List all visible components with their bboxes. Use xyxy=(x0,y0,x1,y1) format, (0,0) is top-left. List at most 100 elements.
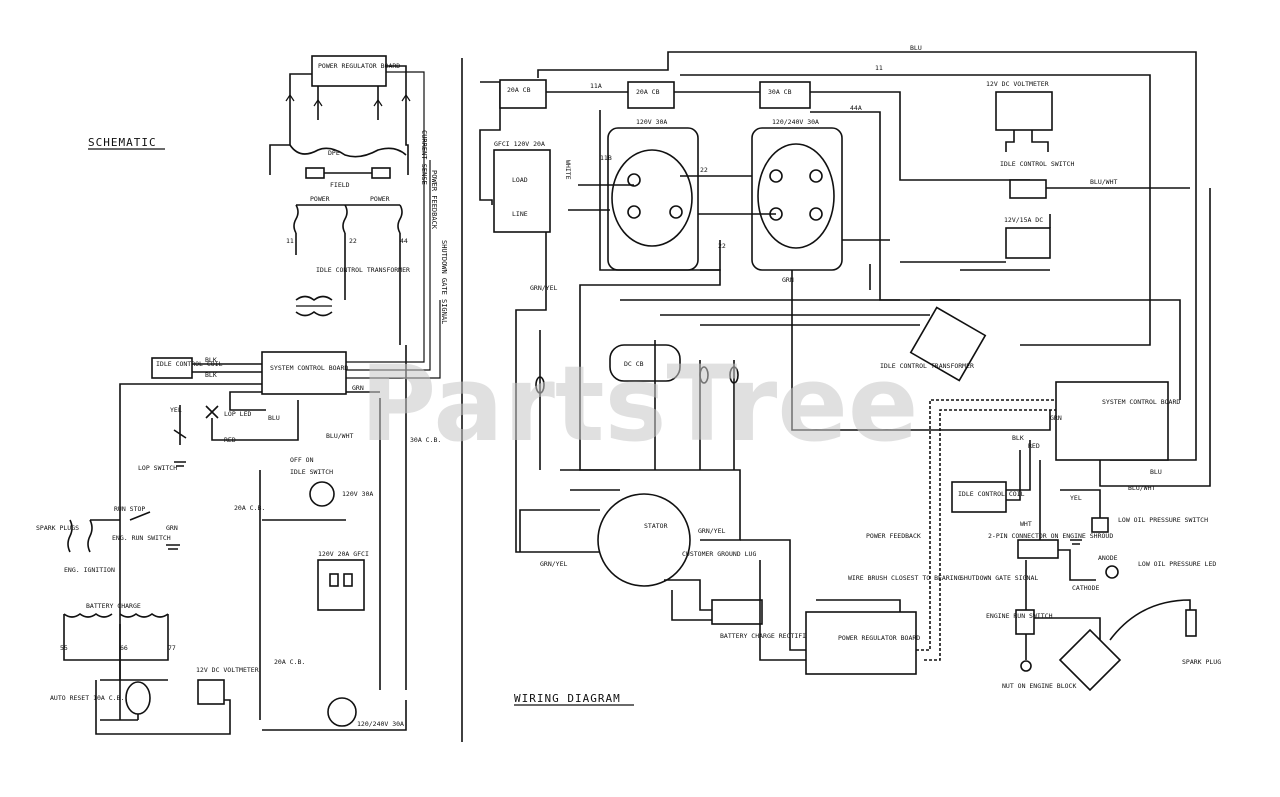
wd-wire xyxy=(740,539,806,661)
wd-wire xyxy=(1006,440,1031,501)
sch-blu-wht: BLU/WHT xyxy=(326,432,353,440)
wd-12v-15a-label: 12V/15A DC xyxy=(1004,216,1043,224)
wd-gfci-white: WHITE xyxy=(564,160,572,180)
sch-outlet-120-240v xyxy=(327,697,357,727)
sch-rectifier xyxy=(125,681,151,715)
wd-stator-label: STATOR xyxy=(644,522,668,530)
schematic-title: SCHEMATIC xyxy=(88,136,157,149)
wd-cathode: CATHODE xyxy=(1072,584,1099,592)
sch-wire xyxy=(119,383,380,720)
wd-wire xyxy=(810,111,960,301)
wd-wire xyxy=(916,399,1056,651)
wd-low-oil-led xyxy=(1105,565,1119,579)
wd-power-regulator-board xyxy=(805,611,917,675)
wd-wire xyxy=(515,232,600,553)
wd-idle-control-coil xyxy=(951,481,1007,513)
sch-auto-reset: AUTO RESET 10A C.B. xyxy=(50,694,124,702)
wd-wire xyxy=(1039,460,1101,581)
sch-eng-ignition: ENG. IGNITION xyxy=(64,566,115,574)
wd-rectifier-label: BATTERY CHARGE RECTIFIER xyxy=(720,632,814,640)
sch-gfci-slot xyxy=(329,573,339,587)
sch-yel: YEL xyxy=(170,406,182,414)
wd-cb-30a-label: 30A CB xyxy=(768,88,792,96)
wd-wire xyxy=(791,270,1051,431)
sch-power-right-label: POWER xyxy=(370,195,390,203)
wd-grn-2: GRN xyxy=(1050,414,1062,422)
wd-prb-label: POWER REGULATOR BOARD xyxy=(838,634,920,642)
sch-wire xyxy=(95,679,231,735)
wd-grn-yel-3: GRN/YEL xyxy=(540,560,567,568)
wd-wire-brush: WIRE BRUSH CLOSEST TO BEARING xyxy=(848,574,962,582)
wd-wire xyxy=(664,579,712,621)
wd-wire xyxy=(924,409,1056,661)
wd-blu-wire xyxy=(537,51,1197,461)
wd-gfci xyxy=(493,149,551,233)
wd-low-oil-switch xyxy=(1091,517,1109,533)
wd-blk: BLK xyxy=(1012,434,1024,442)
sch-power-left-label: POWER xyxy=(310,195,330,203)
wd-spark-plug xyxy=(1185,609,1197,637)
wd-outlet-face-2 xyxy=(757,143,835,249)
wd-wire-11: 11 xyxy=(875,64,883,72)
wd-red: RED xyxy=(1028,442,1040,450)
wd-wire xyxy=(869,214,1051,290)
sch-gfci xyxy=(317,559,365,611)
sch-wire xyxy=(259,398,381,720)
wd-customer-ground: CUSTOMER GROUND LUG xyxy=(682,550,756,558)
wd-connector xyxy=(535,376,545,394)
wd-wire-44a: 44A xyxy=(850,104,862,112)
wd-wire-22a: 22 xyxy=(718,242,726,250)
wd-wire-11a: 11A xyxy=(590,82,602,90)
wd-2pin-connector xyxy=(1017,539,1059,559)
wd-12v-15a-dc xyxy=(1005,227,1051,259)
wd-wire xyxy=(1005,130,1049,152)
sch-grn-2: GRN xyxy=(166,524,178,532)
wd-blu-1: BLU xyxy=(1150,468,1162,476)
wd-system-control-board xyxy=(1055,381,1169,461)
wd-rectifier xyxy=(711,599,763,625)
wd-nut-label: NUT ON ENGINE BLOCK xyxy=(1002,682,1076,690)
wd-dc-voltmeter-label: 12V DC VOLTMETER xyxy=(986,80,1049,88)
wd-anode: ANODE xyxy=(1098,554,1118,562)
wd-wire xyxy=(546,91,1030,181)
sch-wire-55: 55 xyxy=(60,644,68,652)
wd-outlet-120-240v-label: 120/240V 30A xyxy=(772,118,819,126)
sch-vlabel-power-feedback: POWER FEEDBACK xyxy=(430,170,438,230)
wd-idle-control-switch-label: IDLE CONTROL SWITCH xyxy=(1000,160,1074,168)
sch-wire xyxy=(262,700,407,731)
wd-idle-control-transformer xyxy=(909,306,987,382)
wd-outlet-120-240v-30a xyxy=(751,127,843,271)
wd-wire xyxy=(680,74,1151,346)
sch-field-brush-left xyxy=(305,167,325,179)
sch-wire xyxy=(192,363,262,373)
wd-dc-cb xyxy=(609,344,681,382)
sch-wire xyxy=(63,614,169,680)
wd-terminal xyxy=(627,205,641,219)
sch-dc-voltmeter-label: 12V DC VOLTMETER xyxy=(196,666,259,674)
wd-wire xyxy=(1099,188,1211,487)
wd-connector xyxy=(699,366,709,384)
sch-idle-xfmr-label: IDLE CONTROL TRANSFORMER xyxy=(316,266,410,274)
wd-blu-wht-1: BLU/WHT xyxy=(1090,178,1117,186)
sch-battery-windings xyxy=(63,613,169,618)
wd-terminal xyxy=(809,169,823,183)
sch-idle-switch-label: IDLE SWITCH xyxy=(290,468,333,476)
wd-stator xyxy=(597,493,691,587)
sch-dpe-coil xyxy=(289,144,407,158)
wd-wire xyxy=(519,469,741,552)
sch-field-brush-right xyxy=(371,167,391,179)
wd-wire xyxy=(930,299,1181,400)
wd-power-feedback: POWER FEEDBACK xyxy=(866,532,921,540)
sch-dpe-label: DPE xyxy=(328,149,340,157)
sch-blk1: BLK xyxy=(205,356,217,364)
sch-wire-22: 22 xyxy=(349,237,357,245)
sch-ground-2 xyxy=(166,544,180,550)
wd-cb-20a-mid-label: 20A CB xyxy=(636,88,660,96)
sch-gfci-slot xyxy=(343,573,353,587)
wd-wire xyxy=(568,175,776,271)
sch-dc-voltmeter xyxy=(197,679,225,705)
sch-spark-plugs: SPARK PLUGS xyxy=(36,524,79,532)
sch-system-control-board-label: SYSTEM CONTROL BOARD xyxy=(270,364,348,372)
